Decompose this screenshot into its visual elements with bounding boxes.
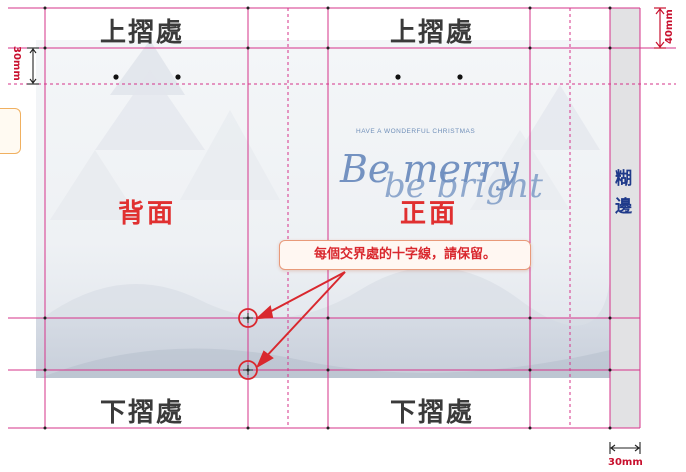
crosshair-note-text: 每個交界處的十字線，請保留。: [313, 247, 496, 262]
crosshair-note-callout: 每個交界處的十字線，請保留。: [279, 240, 531, 270]
background-artwork: [36, 40, 610, 378]
top-fold-label-right: 上摺處: [390, 18, 475, 48]
slogan-small: HAVE A WONDERFUL CHRISTMAS: [356, 128, 476, 135]
glue-label-char-2: 邊: [615, 197, 636, 217]
fold-guides-horizontal: [8, 7, 676, 429]
glue-label-char-1: 糊: [615, 169, 636, 189]
front-face-label: 正面: [400, 199, 459, 229]
top-fold-label-left: 上摺處: [100, 18, 185, 48]
cross-marks: [243, 313, 253, 375]
glue-label: 糊 邊: [615, 165, 635, 221]
dimension-30mm-left: [27, 47, 39, 85]
back-face-label: 背面: [118, 199, 177, 229]
glue-strip: [610, 8, 640, 428]
registration-dots: [43, 6, 612, 430]
fold-guides-vertical: [44, 8, 641, 428]
callout-arrows: [255, 271, 346, 369]
slogan-line-1: Be merry: [340, 147, 519, 191]
hole-marks: [113, 74, 463, 80]
side-tab-marker: [0, 108, 21, 154]
dimension-label-40mm: 40mm: [664, 9, 675, 44]
slogan-line-2: be bright: [384, 166, 543, 206]
bottom-fold-label-right: 下摺處: [390, 398, 475, 428]
cut-guides-dashed: [287, 8, 571, 428]
dimension-40mm: [654, 7, 666, 49]
bottom-fold-label-left: 下摺處: [100, 398, 185, 428]
dimension-label-30mm-bottom: 30mm: [608, 457, 643, 468]
dimension-label-30mm-left: 30mm: [11, 46, 22, 81]
dimension-30mm-bottom: [609, 442, 641, 454]
